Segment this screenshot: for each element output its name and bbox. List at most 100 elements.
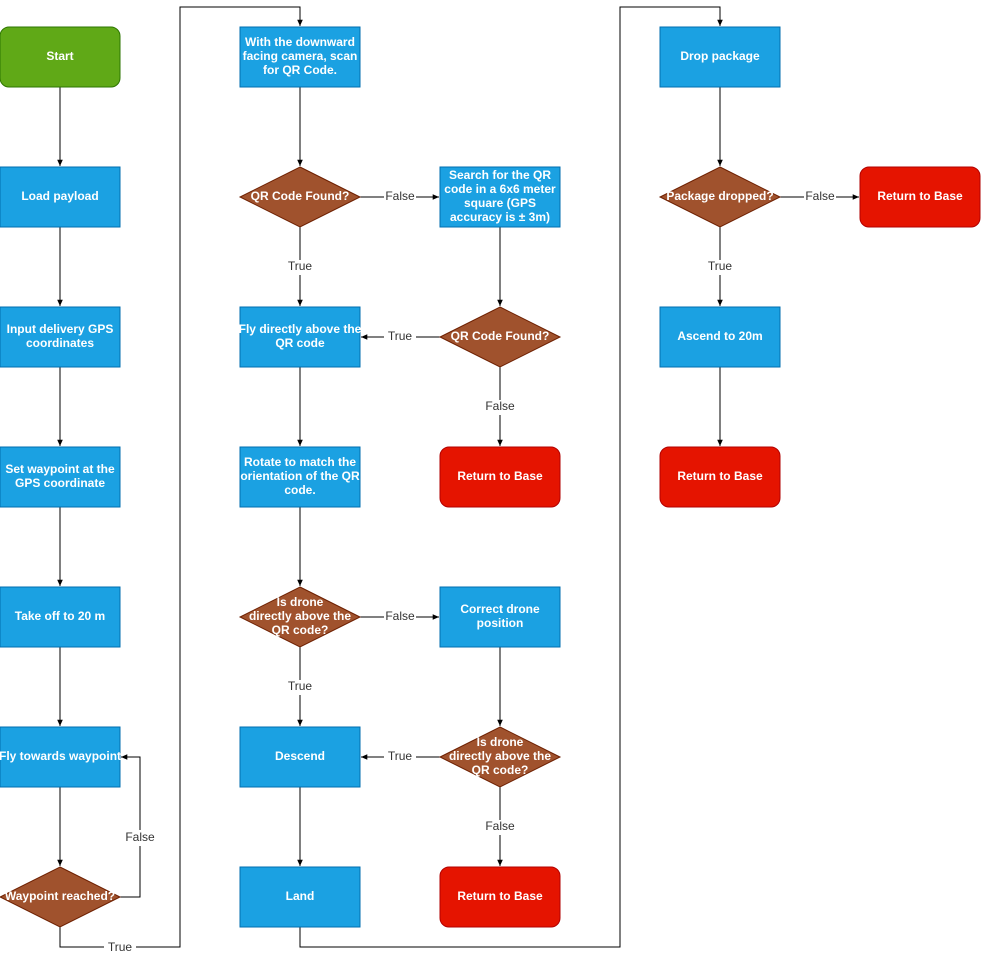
node-text-line: Fly towards waypoint — [0, 749, 121, 763]
node-land-label: Land — [286, 889, 315, 903]
node-text-line: QR Code Found? — [251, 189, 350, 203]
node-text-line: directly above the — [249, 609, 351, 623]
node-text-line: Waypoint reached? — [5, 889, 115, 903]
node-text-line: Rotate to match the — [244, 455, 356, 469]
node-text-line: orientation of the QR — [240, 469, 360, 483]
node-return-to-base-1-label: Return to Base — [457, 469, 543, 483]
node-text-line: Is drone — [477, 735, 524, 749]
decision-qr-found-2-label: QR Code Found? — [451, 329, 550, 343]
node-descend[interactable]: Descend — [239, 726, 361, 788]
node-text-line: Correct drone — [460, 602, 540, 616]
node-text-line: code. — [284, 483, 315, 497]
label-false: False — [485, 399, 515, 413]
label-true: True — [288, 679, 313, 693]
node-text-line: Return to Base — [457, 469, 543, 483]
node-return-to-base-4[interactable]: Return to Base — [659, 446, 781, 508]
node-return-to-base-3-label: Return to Base — [877, 189, 963, 203]
label-false: False — [385, 609, 415, 623]
node-load-payload-label: Load payload — [21, 189, 98, 203]
edge-land-drop — [299, 6, 723, 948]
label-false: False — [805, 189, 835, 203]
node-text-line: Land — [286, 889, 315, 903]
node-text-line: square (GPS — [464, 196, 536, 210]
node-text-line: Input delivery GPS — [7, 322, 114, 336]
node-text-line: Is drone — [277, 595, 324, 609]
node-text-line: Descend — [275, 749, 325, 763]
node-return-to-base-4-label: Return to Base — [677, 469, 763, 483]
decision-package-dropped-label: Package dropped? — [666, 189, 773, 203]
node-text-line: QR code — [275, 336, 325, 350]
label-false: False — [125, 830, 155, 844]
node-text-line: facing camera, scan — [243, 49, 358, 63]
node-text-line: code in a 6x6 meter — [444, 182, 556, 196]
label-true: True — [288, 259, 313, 273]
edge-wpreached-false-loop — [120, 754, 141, 898]
label-false: False — [485, 819, 515, 833]
node-fly-waypoint[interactable]: Fly towards waypoint — [0, 726, 121, 788]
node-text-line: Drop package — [680, 49, 760, 63]
node-text-line: QR code? — [272, 623, 329, 637]
node-start-label: Start — [46, 49, 73, 63]
decision-qr-found-1[interactable]: QR Code Found? — [238, 166, 362, 228]
node-text-line: Return to Base — [677, 469, 763, 483]
node-text-line: With the downward — [245, 35, 355, 49]
node-text-line: Load payload — [21, 189, 98, 203]
decision-waypoint-reached[interactable]: Waypoint reached? — [0, 866, 122, 928]
node-text-line: QR Code Found? — [451, 329, 550, 343]
decision-qr-found-2[interactable]: QR Code Found? — [438, 306, 562, 368]
node-text-line: Return to Base — [457, 889, 543, 903]
node-text-line: Package dropped? — [666, 189, 773, 203]
label-true: True — [388, 749, 413, 763]
node-text-line: Start — [46, 49, 73, 63]
node-start[interactable]: Start — [0, 26, 121, 88]
node-text-line: GPS coordinate — [15, 476, 105, 490]
edge-labels: False True False True True False False T… — [104, 189, 836, 955]
node-ascend[interactable]: Ascend to 20m — [659, 306, 781, 368]
node-take-off[interactable]: Take off to 20 m — [0, 586, 121, 648]
node-text-line: position — [477, 616, 524, 630]
node-text-line: coordinates — [26, 336, 94, 350]
node-text-line: directly above the — [449, 749, 551, 763]
decision-package-dropped[interactable]: Package dropped? — [658, 166, 782, 228]
node-text-line: Return to Base — [877, 189, 963, 203]
node-return-to-base-3[interactable]: Return to Base — [859, 166, 981, 228]
node-descend-label: Descend — [275, 749, 325, 763]
node-drop-package[interactable]: Drop package — [659, 26, 781, 88]
node-take-off-label: Take off to 20 m — [15, 609, 105, 623]
decision-qr-found-1-label: QR Code Found? — [251, 189, 350, 203]
node-text-line: Search for the QR — [449, 168, 551, 182]
node-text-line: accuracy is ± 3m) — [450, 210, 550, 224]
label-true: True — [708, 259, 733, 273]
decision-waypoint-reached-label: Waypoint reached? — [5, 889, 115, 903]
label-true: True — [108, 940, 133, 954]
node-drop-package-label: Drop package — [680, 49, 760, 63]
node-text-line: Ascend to 20m — [677, 329, 762, 343]
node-return-to-base-1[interactable]: Return to Base — [439, 446, 561, 508]
node-text-line: QR code? — [472, 763, 529, 777]
node-text-line: Set waypoint at the — [5, 462, 115, 476]
node-land[interactable]: Land — [239, 866, 361, 928]
node-fly-waypoint-label: Fly towards waypoint — [0, 749, 121, 763]
node-return-to-base-2[interactable]: Return to Base — [439, 866, 561, 928]
node-load-payload[interactable]: Load payload — [0, 166, 121, 228]
edge-wpreached-true-scan — [59, 6, 303, 948]
